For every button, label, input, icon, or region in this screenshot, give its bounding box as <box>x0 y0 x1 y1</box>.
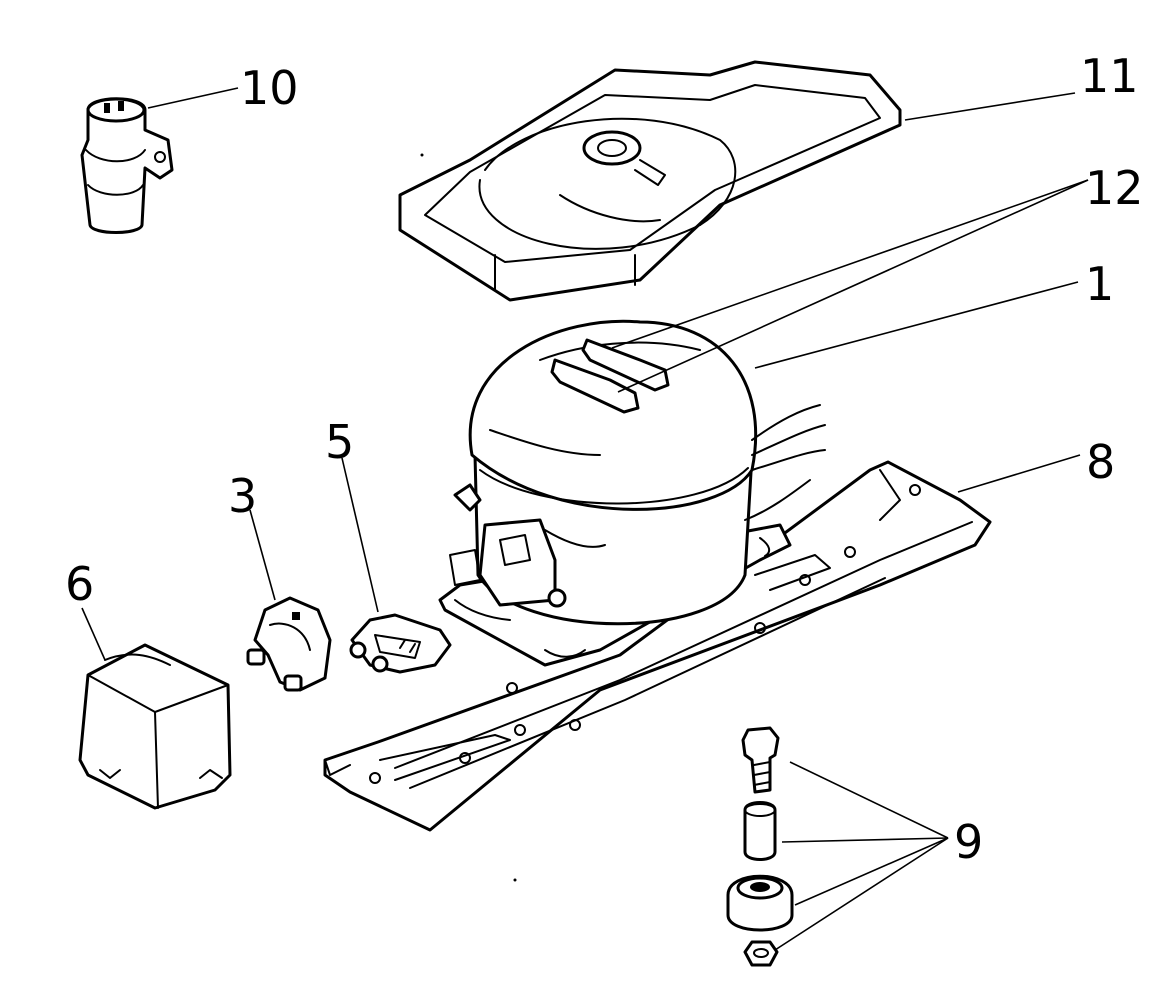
callout-9: 9 <box>954 815 983 869</box>
callout-labels: 10 11 12 1 8 5 3 6 9 <box>65 49 1144 869</box>
base-plate <box>323 460 992 832</box>
callout-6: 6 <box>65 557 94 611</box>
callout-8: 8 <box>1086 435 1115 489</box>
compressor <box>438 319 826 667</box>
callout-12: 12 <box>1085 161 1144 215</box>
drip-tray <box>398 60 902 302</box>
callout-5: 5 <box>325 415 354 469</box>
overload-relay <box>246 596 332 692</box>
callout-11: 11 <box>1080 49 1139 103</box>
leader-lines <box>81 87 1089 951</box>
mounting-hardware <box>726 726 794 967</box>
relay-cover <box>78 643 232 810</box>
top-pads <box>550 338 670 414</box>
capacitor <box>80 97 174 234</box>
callout-10: 10 <box>240 61 299 115</box>
callout-3: 3 <box>228 469 257 523</box>
callout-1: 1 <box>1085 257 1114 311</box>
start-relay <box>349 613 452 674</box>
